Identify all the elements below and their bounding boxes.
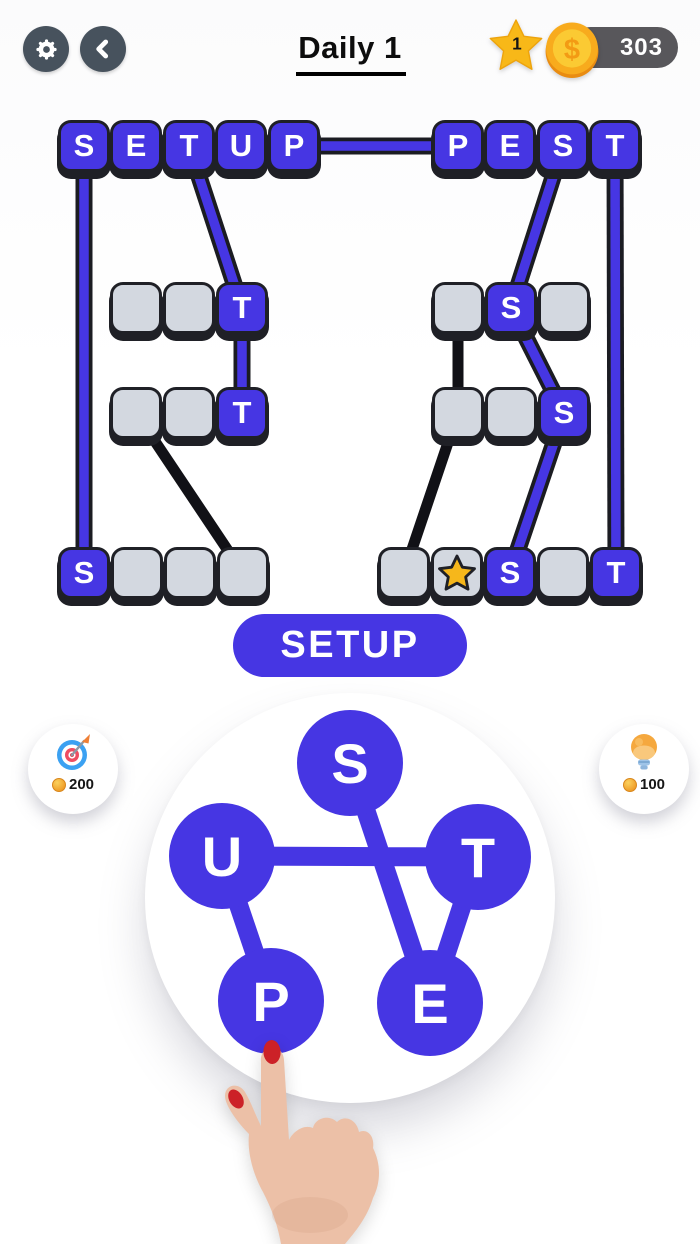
cost-value: 100 (639, 776, 666, 793)
pointer-hand-icon (225, 1040, 379, 1244)
board-tile-E: E (110, 120, 162, 172)
board-tile-star (431, 547, 483, 599)
board-tile-empty (163, 282, 215, 334)
board-tile-empty (110, 282, 162, 334)
board-tile-empty (537, 547, 589, 599)
board-tile-S: S (485, 282, 537, 334)
dart-target-icon (57, 734, 90, 770)
booster-hint-cost: 100 (622, 776, 666, 793)
wheel-letter-T[interactable]: T (425, 804, 531, 910)
board-tile-S: S (537, 120, 589, 172)
wheel-letter-S[interactable]: S (297, 710, 403, 816)
coin-icon (51, 777, 66, 792)
wheel-letter-U[interactable]: U (169, 803, 275, 909)
star-icon (489, 19, 543, 70)
star-icon (438, 554, 476, 591)
current-word: SETUP (280, 624, 420, 666)
board-tile-T: T (216, 282, 268, 334)
thumb-nail (228, 1089, 244, 1109)
coin-count: 303 (619, 33, 663, 61)
board-tile-P: P (432, 120, 484, 172)
cost-value: 200 (68, 776, 95, 793)
board-tile-U: U (215, 120, 267, 172)
board-tile-S: S (58, 547, 110, 599)
board-tile-empty (432, 387, 484, 439)
wheel-letter-E[interactable]: E (377, 950, 483, 1056)
dollar-sign: $ (564, 34, 580, 66)
board-tile-empty (217, 547, 269, 599)
page-title: Daily 1 (298, 30, 402, 65)
level-star-badge: 1 (489, 19, 543, 70)
board-tile-empty (378, 547, 430, 599)
coin-icon (622, 777, 637, 792)
board-tile-T: T (163, 120, 215, 172)
board-tile-empty (432, 282, 484, 334)
chevron-left-icon (96, 39, 109, 59)
board-tile-T: T (589, 120, 641, 172)
board-tile-S: S (484, 547, 536, 599)
board-tile-empty (111, 547, 163, 599)
coin-icon: $ (545, 22, 599, 78)
board-tile-P: P (268, 120, 320, 172)
board-tile-T: T (216, 387, 268, 439)
board-tile-S: S (58, 120, 110, 172)
booster-dart-button[interactable]: 200 (28, 724, 118, 814)
board-tile-empty (110, 387, 162, 439)
board-tile-empty (164, 547, 216, 599)
board-tile-T: T (590, 547, 642, 599)
booster-dart-cost: 200 (51, 776, 95, 793)
lightbulb-icon (631, 734, 657, 770)
back-button[interactable] (80, 26, 126, 72)
index-nail (263, 1040, 281, 1064)
star-count: 1 (512, 33, 522, 53)
board-tile-empty (163, 387, 215, 439)
board-tile-empty (538, 282, 590, 334)
board-tile-S: S (538, 387, 590, 439)
gear-icon (35, 38, 57, 60)
wheel-letter-P[interactable]: P (218, 948, 324, 1054)
board-tile-empty (485, 387, 537, 439)
title-underline (296, 72, 406, 76)
board-tile-E: E (484, 120, 536, 172)
settings-button[interactable] (23, 26, 69, 72)
booster-hint-button[interactable]: 100 (599, 724, 689, 814)
current-word-pill: SETUP (233, 614, 467, 677)
